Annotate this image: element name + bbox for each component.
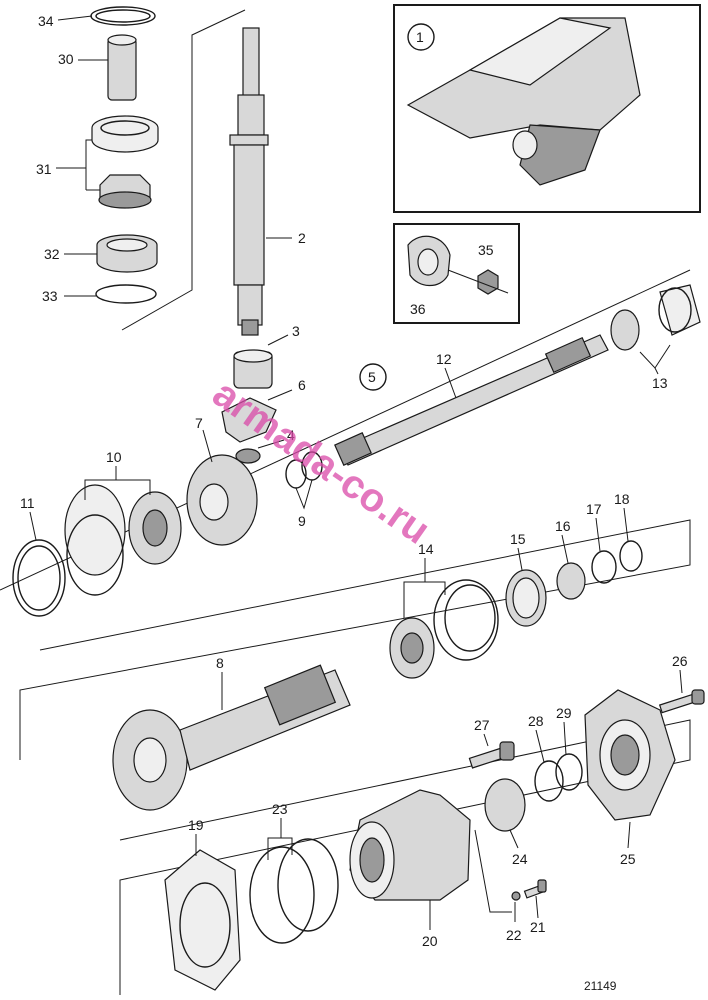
part-24-bearing <box>484 778 526 832</box>
part-27-bolt <box>468 741 515 769</box>
callout-14: 14 <box>418 541 434 557</box>
callout-25: 25 <box>620 851 636 867</box>
callout-circle-1 <box>407 23 435 51</box>
callout-1: 1 <box>416 29 424 45</box>
part-8-shaft <box>112 664 351 811</box>
propeller-shaft-row <box>12 284 701 617</box>
part-25-cover <box>584 689 676 821</box>
part-23-o-ring-b <box>277 838 339 932</box>
callout-19: 19 <box>188 817 204 833</box>
callout-32: 32 <box>44 246 60 262</box>
callout-30: 30 <box>58 51 74 67</box>
callout-15: 15 <box>510 531 526 547</box>
part-20-bearing-housing <box>349 789 471 901</box>
part-13-bearing-cone <box>610 309 640 351</box>
callout-2: 2 <box>298 230 306 246</box>
callout-26: 26 <box>672 653 688 669</box>
part-7-gear <box>186 454 258 546</box>
callout-31: 31 <box>36 161 52 177</box>
part-33-shim <box>95 284 157 304</box>
callout-10: 10 <box>106 449 122 465</box>
callout-16: 16 <box>555 518 571 534</box>
part-19-gasket <box>164 849 241 991</box>
callout-20: 20 <box>422 933 438 949</box>
callout-33: 33 <box>42 288 58 304</box>
callout-8: 8 <box>216 655 224 671</box>
callout-36: 36 <box>410 301 426 317</box>
callout-18: 18 <box>614 491 630 507</box>
part-13-bearing-cup <box>659 284 701 336</box>
callout-35: 35 <box>478 242 494 258</box>
part-29-seal <box>555 753 583 791</box>
callout-6: 6 <box>298 377 306 393</box>
part-17-seal <box>591 550 617 584</box>
middle-row-parts <box>389 540 643 679</box>
callout-3: 3 <box>292 323 300 339</box>
leader-lines <box>29 15 683 930</box>
callout-29: 29 <box>556 705 572 721</box>
callout-21: 21 <box>530 919 546 935</box>
callout-11: 11 <box>20 495 35 511</box>
callout-28: 28 <box>528 713 544 729</box>
part-28-seal <box>534 760 564 802</box>
part-4-nut <box>235 448 261 464</box>
callout-labels: 34 30 31 32 33 2 3 6 4 7 9 10 11 5 12 13… <box>20 13 688 949</box>
drawing-number: 21149 <box>584 979 617 993</box>
part-30-bearing <box>107 37 137 101</box>
callout-9: 9 <box>298 513 306 529</box>
bottom-row-parts <box>164 689 705 991</box>
part-2-vertical-shaft <box>229 27 269 336</box>
callout-12: 12 <box>436 351 452 367</box>
part-14-bearing-cup <box>433 579 499 661</box>
part-18-ring <box>619 540 643 572</box>
callout-34: 34 <box>38 13 54 29</box>
callout-5: 5 <box>368 369 376 385</box>
part-21-screw <box>523 879 547 899</box>
callout-22: 22 <box>506 927 522 943</box>
part-6-pinion-gear <box>221 397 277 443</box>
part-22-washer <box>511 891 521 901</box>
part-23-o-ring-a <box>249 846 315 944</box>
inset-cover-nut: 35 36 <box>393 223 520 324</box>
upper-column-parts <box>90 6 277 464</box>
part-10-bearing-cup <box>64 484 126 576</box>
part-31-bearing-race <box>91 115 159 153</box>
callout-circle-5 <box>359 363 387 391</box>
part-11-shim <box>12 539 66 617</box>
part-26-bolt <box>658 689 705 714</box>
callout-4: 4 <box>287 427 295 443</box>
callout-27: 27 <box>474 717 490 733</box>
inset-housing: 1 <box>393 4 701 213</box>
callout-24: 24 <box>512 851 528 867</box>
callout-7: 7 <box>195 415 203 431</box>
part-16-bearing <box>556 562 586 600</box>
callout-23: 23 <box>272 801 288 817</box>
callout-13: 13 <box>652 375 668 391</box>
callout-17: 17 <box>586 501 602 517</box>
